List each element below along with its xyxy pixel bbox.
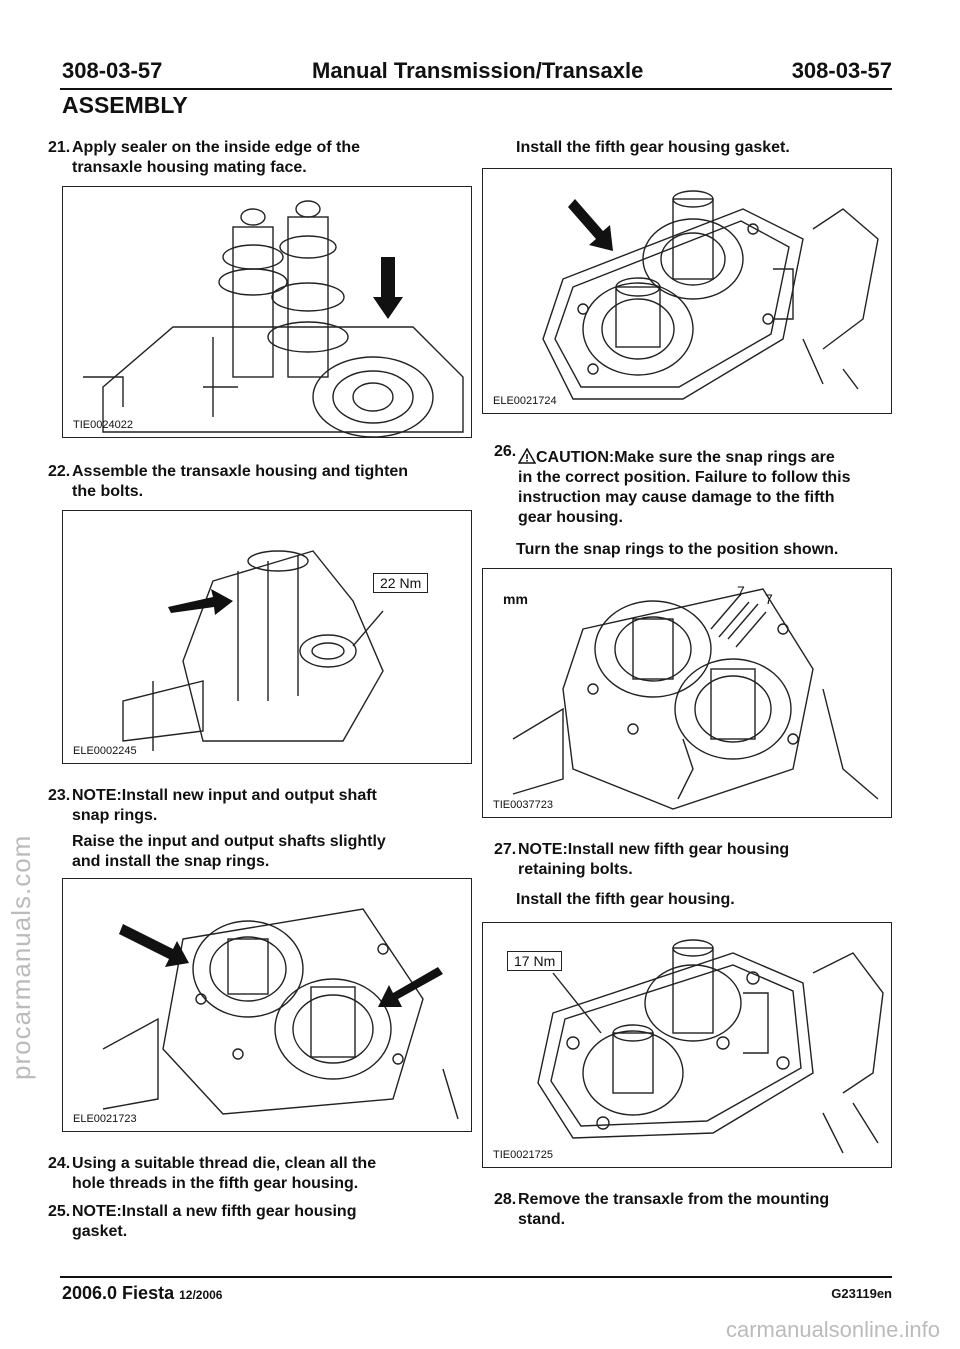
action-text: and install the snap rings. [72,853,270,870]
action-text: Raise the input and output shafts slight… [72,833,386,850]
housing-illustration [122,550,384,751]
arrow-icon [378,967,443,1007]
step-text: NOTE:Install new fifth gear housing [518,841,790,858]
side-watermark: procarmanuals.com [6,834,36,1080]
step-28: 28.Remove the transaxle from the mountin… [494,1190,904,1230]
step-text: NOTE:Install a new fifth gear housing [72,1203,357,1220]
figure-id: ELE0021723 [73,1113,137,1125]
unit-label: mm [503,591,528,607]
step-text: transaxle housing mating face. [72,159,307,176]
step-21: 21.Apply sealer on the inside edge of th… [48,138,468,178]
step-number: 22. [48,463,71,480]
step-27-action: Install the fifth gear housing. [516,891,735,908]
arrow-icon [373,257,403,319]
arrow-icon [119,924,189,967]
footer-model: 2006.0 Fiesta 12/2006 [62,1283,222,1304]
step-text: Apply sealer on the inside edge of the [72,139,361,156]
step-number: 23. [48,787,71,804]
caution-text: CAUTION:Make sure the snap rings are [536,449,835,466]
figure-id: TIE0037723 [493,799,553,811]
caution-text: in the correct position. Failure to foll… [518,469,851,486]
step-23-action: Raise the input and output shafts slight… [72,832,472,872]
step-text: gasket. [72,1223,128,1240]
figure-id: ELE0021724 [493,395,557,407]
warning-triangle-icon [518,448,536,464]
figure-tie0037723: mm 7 7 TIE0037723 [482,568,892,818]
snap-ring-illustration [102,908,459,1120]
step-number: 27. [494,841,517,858]
step-number: 25. [48,1203,71,1220]
dimension-label: 7 [765,591,773,607]
bottom-watermark: carmanualsonline.info [725,1317,940,1342]
date-text: 12/2006 [179,1288,223,1302]
model-text: 2006.0 Fiesta [62,1283,175,1303]
arrow-icon [168,589,233,615]
figure-id: TIE0021725 [493,1149,553,1161]
footer-code: G23119en [831,1286,892,1301]
page-number-right: 308-03-57 [791,58,892,83]
dimension-label: 7 [737,583,745,599]
step-26: 26.CAUTION:Make sure the snap rings are … [494,442,904,528]
step-text: hole threads in the fifth gear housing. [72,1175,359,1192]
step-text: Assemble the transaxle housing and tight… [72,463,409,480]
step-text: Using a suitable thread die, clean all t… [72,1155,377,1172]
figure-ele0021723: ELE0021723 [62,878,472,1132]
caution-text: gear housing. [518,509,623,526]
step-text: stand. [518,1211,566,1228]
fifth-gear-housing-illustration [537,939,884,1154]
step-text: NOTE:Install new input and output shaft [72,787,377,804]
arrow-icon [568,199,613,251]
section-title: ASSEMBLY [62,92,188,118]
gearbox-illustration [83,200,464,437]
figure-ele0002245: 22 Nm ELE0002245 [62,510,472,764]
step-text: Remove the transaxle from the mounting [518,1191,830,1208]
figure-id: ELE0002245 [73,745,137,757]
step-25-action: Install the fifth gear housing gasket. [516,139,790,156]
step-number: 24. [48,1155,71,1172]
step-number: 26. [494,443,517,460]
torque-label: 22 Nm [373,573,429,593]
step-22: 22.Assemble the transaxle housing and ti… [48,462,478,502]
snap-ring-position-illustration [512,588,879,810]
step-text: the bolts. [72,483,144,500]
step-number: 21. [48,139,71,156]
step-27: 27.NOTE:Install new fifth gear housing r… [494,840,904,880]
footer-rule [60,1276,892,1278]
step-25: 25.NOTE:Install a new fifth gear housing… [48,1202,478,1242]
page-title: Manual Transmission/Transaxle [312,58,644,83]
step-23: 23.NOTE:Install new input and output sha… [48,786,478,826]
step-24: 24.Using a suitable thread die, clean al… [48,1154,478,1194]
caution-text: instruction may cause damage to the fift… [518,489,835,506]
figure-id: TIE0024022 [73,419,133,431]
figure-tie0021725: 17 Nm TIE0021725 [482,922,892,1168]
header-rule [60,88,892,90]
step-26-action: Turn the snap rings to the position show… [516,541,839,558]
figure-ele0021724: ELE0021724 [482,168,892,414]
step-text: retaining bolts. [518,861,633,878]
figure-tie0024022: TIE0024022 [62,186,472,438]
torque-label: 17 Nm [507,951,563,971]
page-number-left: 308-03-57 [62,58,163,83]
step-text: snap rings. [72,807,158,824]
step-number: 28. [494,1191,517,1208]
gasket-illustration [542,190,879,400]
